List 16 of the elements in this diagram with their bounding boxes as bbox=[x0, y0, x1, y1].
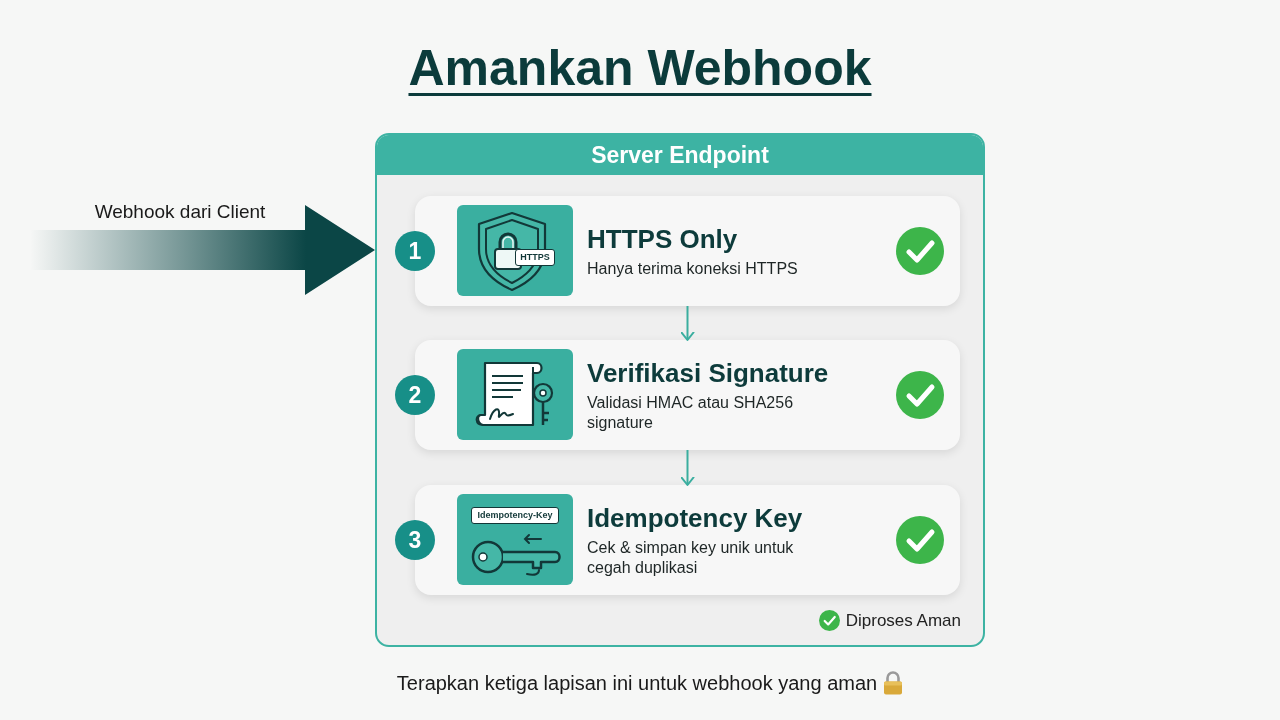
step-description: Validasi HMAC atau SHA256 signature bbox=[587, 393, 795, 433]
arrow bbox=[680, 305, 695, 341]
panel-title: Server Endpoint bbox=[591, 140, 769, 170]
arrow bbox=[680, 449, 695, 486]
step-description: Hanya terima koneksi HTTPS bbox=[587, 259, 799, 279]
step-title: Idempotency Key bbox=[587, 502, 804, 534]
step-title: Verifikasi Signature bbox=[587, 357, 830, 389]
step-title: HTTPS Only bbox=[587, 223, 739, 255]
icon-tag: Idempotency-Key bbox=[471, 507, 559, 524]
edge-label: Webhook dari Client bbox=[93, 199, 267, 224]
icon-tag: HTTPS bbox=[515, 249, 555, 266]
step-description: Cek & simpan key unik untuk cegah duplikasi bbox=[587, 538, 795, 578]
status-text: Diproses Aman bbox=[845, 612, 961, 629]
caption: Terapkan ketiga lapisan ini untuk webhook yang aman bbox=[396, 671, 878, 696]
endpoint-panel bbox=[375, 133, 985, 647]
title: Amankan Webhook bbox=[408, 39, 872, 98]
